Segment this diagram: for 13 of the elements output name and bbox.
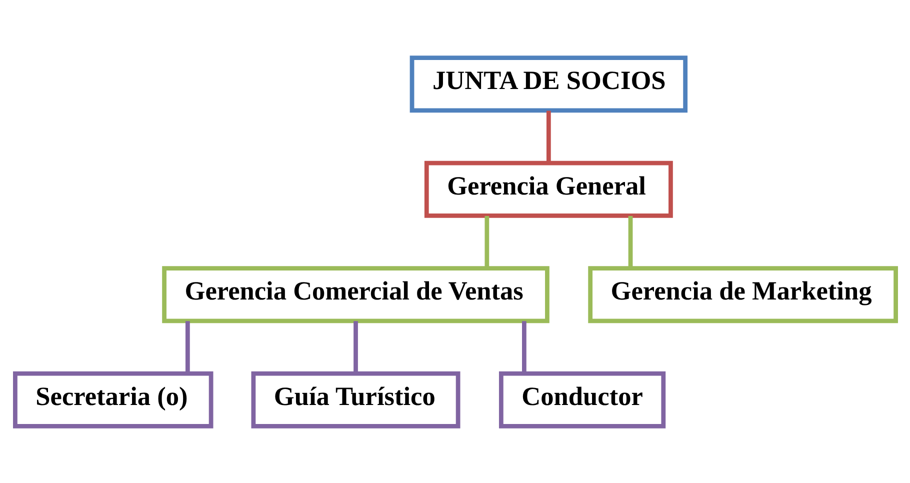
node-box: Gerencia Comercial de Ventas <box>162 266 549 323</box>
node-box: Conductor <box>498 370 666 428</box>
connector <box>353 320 358 372</box>
node-box: Guía Turístico <box>250 370 460 428</box>
connector <box>546 110 550 162</box>
connector <box>184 320 190 372</box>
node-box: Gerencia de Marketing <box>588 266 898 323</box>
node-box: Gerencia General <box>424 160 672 218</box>
node-box: JUNTA DE SOCIOS <box>409 55 688 112</box>
connector <box>522 320 526 372</box>
connector <box>484 215 489 268</box>
connector <box>628 215 632 268</box>
node-box: Secretaria (o) <box>12 370 213 428</box>
